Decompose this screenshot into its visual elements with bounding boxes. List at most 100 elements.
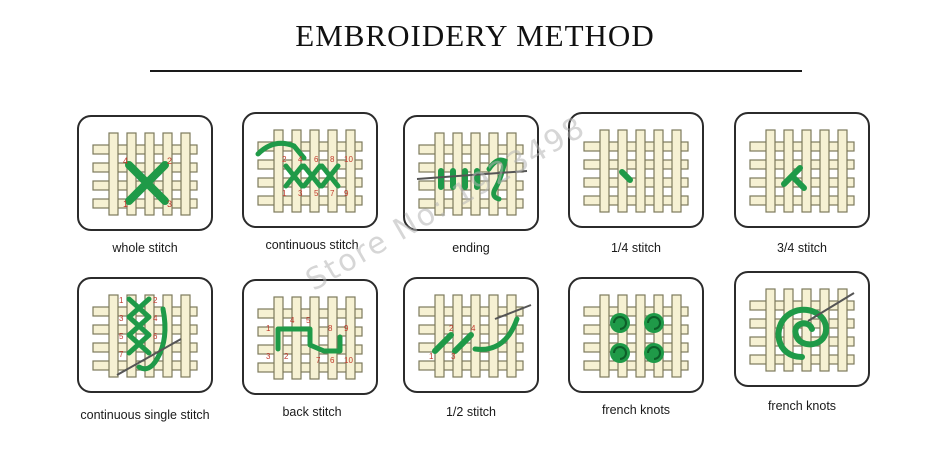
needle-thread — [472, 316, 520, 352]
stitch-number: 1 — [282, 189, 287, 198]
weave-strip — [617, 294, 628, 378]
french-knots-spiral-diagram — [749, 288, 855, 372]
stitch-number: 9 — [344, 324, 349, 333]
caption-back-stitch: back stitch — [282, 405, 342, 419]
weave-strip — [653, 294, 664, 378]
weave-strip — [801, 129, 812, 213]
stitch-number: 4 — [153, 314, 158, 323]
stitch-number: 4 — [123, 156, 128, 166]
needle-icon — [807, 292, 855, 322]
stitch-number: 1 — [429, 352, 434, 361]
weave-strip — [345, 296, 356, 380]
stitch-number: 7 — [119, 350, 124, 359]
page-title: EMBROIDERY METHOD — [295, 18, 655, 53]
card-half-stitch: 2 4 1 3 — [403, 277, 539, 393]
weave-strip — [180, 132, 191, 216]
stitch-number: 2 — [284, 352, 289, 361]
stitch-number: 1 — [119, 296, 124, 305]
half-stitch-diagram: 2 4 1 3 — [418, 294, 532, 378]
caption-continuous-single-stitch: continuous single stitch — [80, 408, 210, 422]
caption-three-quarter-stitch: 3/4 stitch — [776, 241, 828, 255]
stitch-number: 7 — [316, 356, 321, 365]
card-french-knots-spiral — [734, 271, 870, 387]
weave-strip — [783, 129, 794, 213]
cross-stitch-column — [126, 296, 152, 356]
weave-strip — [488, 294, 499, 378]
caption-french-knots-spiral: french knots — [767, 399, 837, 413]
card-three-quarter-stitch — [734, 112, 870, 228]
french-knots-grid-diagram — [583, 294, 689, 378]
card-continuous-single-stitch: 1 3 5 7 2 4 6 — [77, 277, 213, 393]
weave-strip — [599, 294, 610, 378]
french-knot-spiral — [775, 306, 830, 360]
fabric-weave — [583, 129, 689, 213]
weave-strip — [452, 294, 463, 378]
stitch-number: 2 — [153, 296, 158, 305]
stitch-number: 1 — [266, 324, 271, 333]
stitch-number: 3 — [119, 314, 124, 323]
stitch-number: 5 — [306, 316, 311, 325]
ending-thread-loop — [486, 157, 508, 202]
weave-strip — [671, 294, 682, 378]
ending-stitches — [438, 168, 480, 190]
stitch-number: 7 — [330, 189, 335, 198]
caption-whole-stitch: whole stitch — [112, 241, 178, 255]
three-quarter-stitch-diagram — [749, 129, 855, 213]
caption-quarter-stitch: 1/4 stitch — [610, 241, 662, 255]
weave-strip — [434, 294, 445, 378]
needle-thread — [255, 140, 307, 161]
quarter-stitch-diagram — [583, 129, 689, 213]
needle-thread — [136, 306, 168, 372]
weave-strip — [635, 129, 646, 213]
stitch-number: 2 — [167, 156, 172, 166]
weave-strip — [599, 129, 610, 213]
stitch-number: 10 — [344, 155, 353, 164]
stitch-number: 4 — [290, 316, 295, 325]
stitch-number: 1 — [123, 199, 128, 209]
stitch-number: 5 — [314, 189, 319, 198]
weave-strip — [783, 288, 794, 372]
caption-ending: ending — [452, 241, 490, 255]
fabric-weave — [583, 294, 689, 378]
card-back-stitch: 1 4 5 8 9 3 2 7 6 10 — [242, 279, 378, 395]
stitch-number: 4 — [471, 324, 476, 333]
card-french-knots-grid — [568, 277, 704, 393]
weave-strip — [162, 132, 173, 216]
fabric-weave — [418, 132, 524, 216]
stitch-number: 6 — [314, 155, 319, 164]
title-divider — [150, 70, 802, 72]
weave-strip — [108, 294, 119, 378]
card-continuous-stitch: 2 4 6 8 10 1 3 5 7 9 — [242, 112, 378, 228]
stitch-number: 10 — [344, 356, 353, 365]
weave-strip — [837, 288, 848, 372]
stitch-number: 6 — [153, 332, 158, 341]
whole-stitch-diagram: 4 2 1 3 — [92, 132, 198, 216]
weave-strip — [273, 129, 284, 213]
continuous-stitch-diagram: 2 4 6 8 10 1 3 5 7 9 — [255, 129, 363, 213]
continuous-single-stitch-diagram: 1 3 5 7 2 4 6 — [92, 294, 198, 378]
fabric-weave — [418, 294, 524, 378]
french-knot-group — [610, 313, 664, 363]
back-stitch-thread — [275, 326, 343, 354]
ending-diagram — [416, 132, 528, 216]
weave-strip — [837, 129, 848, 213]
stitch-number: 2 — [449, 324, 454, 333]
card-whole-stitch: 4 2 1 3 — [77, 115, 213, 231]
card-quarter-stitch — [568, 112, 704, 228]
stitch-number: 3 — [451, 352, 456, 361]
quarter-stitch-thread — [619, 169, 633, 183]
cross-stitch-row — [283, 163, 341, 189]
weave-strip — [653, 129, 664, 213]
needle-icon — [116, 338, 182, 376]
weave-strip — [765, 129, 776, 213]
weave-strip — [180, 294, 191, 378]
stitch-number: 9 — [344, 189, 349, 198]
three-quarter-stitch-thread — [781, 165, 807, 191]
card-ending — [403, 115, 539, 231]
weave-strip — [635, 294, 646, 378]
caption-half-stitch: 1/2 stitch — [445, 405, 497, 419]
caption-french-knots-grid: french knots — [601, 403, 671, 417]
weave-strip — [506, 132, 517, 216]
stitch-number: 3 — [266, 352, 271, 361]
fabric-weave — [92, 132, 198, 216]
